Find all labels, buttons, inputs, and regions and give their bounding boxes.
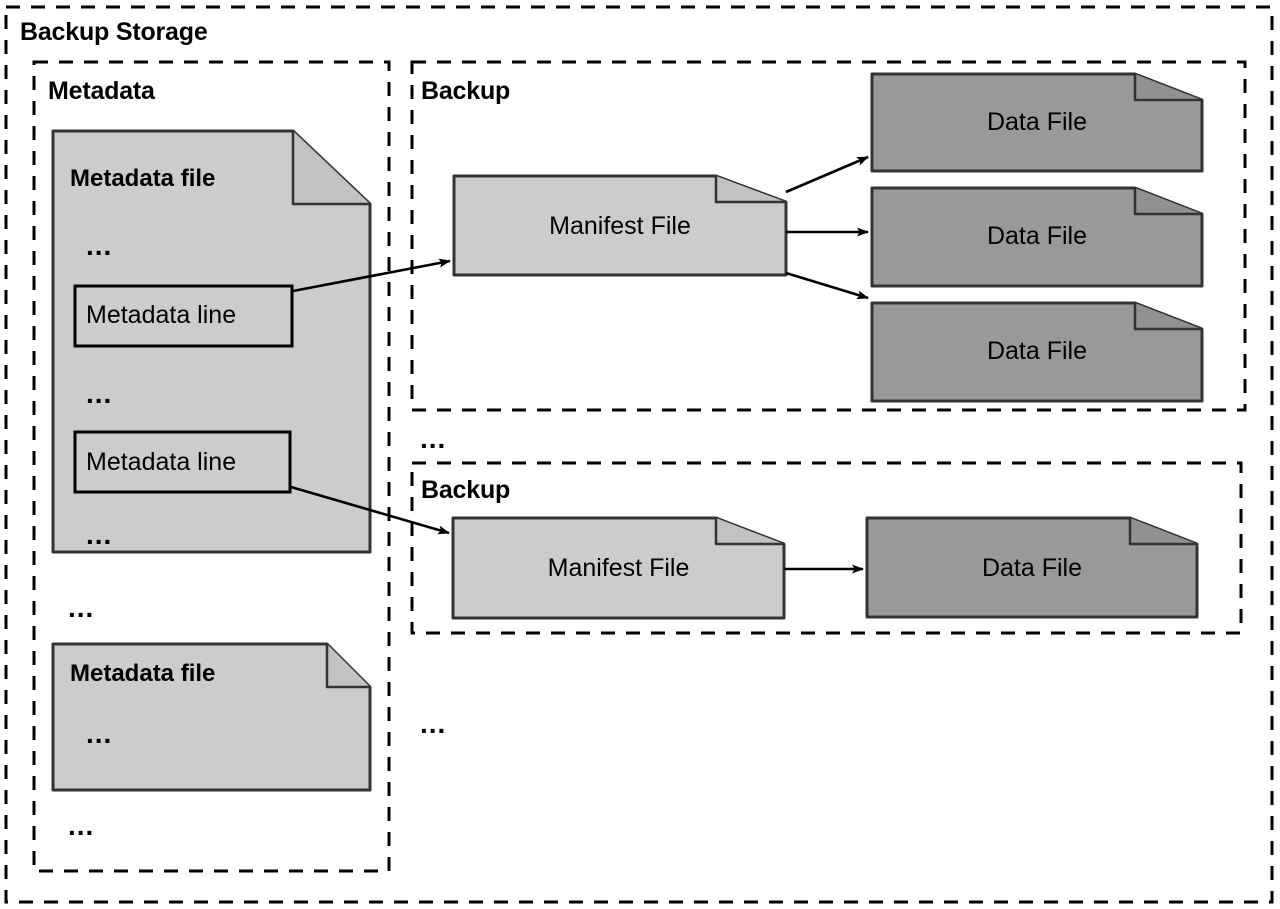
- edge-metadata-line-1-to-manifest-1: [292, 258, 451, 293]
- manifest-file-2-shape: [451, 516, 786, 620]
- metadata-files-separator-ellipsis-2: ...: [68, 810, 95, 841]
- metadata-file-2-shape: [51, 642, 372, 792]
- backup-panel-2-title: Backup: [421, 476, 511, 504]
- data-file-1-1-label: Data File: [986, 108, 1088, 136]
- backup-storage-title: Backup Storage: [20, 18, 208, 46]
- data-file-1-2-shape: [870, 186, 1204, 288]
- edge-metadata-line-2-to-manifest-2: [290, 485, 450, 535]
- metadata-line-2-box: [73, 430, 292, 494]
- backup-storage-container: [4, 5, 1274, 904]
- metadata-file-1-title: Metadata file: [70, 165, 216, 192]
- metadata-panel-border: [32, 60, 391, 873]
- metadata-line-2-label: Metadata line: [86, 448, 237, 476]
- metadata-line-1-box: [73, 284, 294, 348]
- metadata-file-2-title: Metadata file: [70, 660, 216, 687]
- data-file-1-3-label: Data File: [986, 337, 1088, 365]
- manifest-file-1-label: Manifest File: [549, 212, 691, 240]
- backup-panel-1-border: [410, 60, 1247, 412]
- metadata-file-1-ellipsis-middle: ...: [86, 378, 113, 409]
- data-file-1-1-shape: [870, 72, 1204, 173]
- metadata-files-separator-ellipsis-1: ...: [68, 592, 95, 623]
- manifest-file-2-label: Manifest File: [547, 554, 690, 582]
- backup-panel-2-border: [410, 461, 1243, 635]
- edge-manifest-1-to-data-1-1: [785, 155, 869, 194]
- metadata-panel-title: Metadata: [48, 77, 155, 105]
- data-file-2-1-shape: [865, 516, 1199, 619]
- metadata-line-1-label: Metadata line: [86, 301, 237, 329]
- backups-separator-ellipsis-2: ...: [420, 708, 447, 739]
- data-file-1-2-label: Data File: [986, 222, 1088, 250]
- data-file-2-1-label: Data File: [981, 554, 1083, 582]
- metadata-file-1-ellipsis-bottom: ...: [86, 519, 113, 550]
- metadata-file-1-ellipsis-top: ...: [86, 230, 113, 261]
- data-file-1-3-shape: [870, 301, 1204, 403]
- backup-panel-1-title: Backup: [421, 77, 511, 105]
- backups-separator-ellipsis-1: ...: [420, 423, 447, 454]
- metadata-file-2-ellipsis: ...: [86, 718, 113, 749]
- manifest-file-1-shape: [452, 174, 788, 277]
- edge-manifest-1-to-data-1-3: [785, 271, 869, 300]
